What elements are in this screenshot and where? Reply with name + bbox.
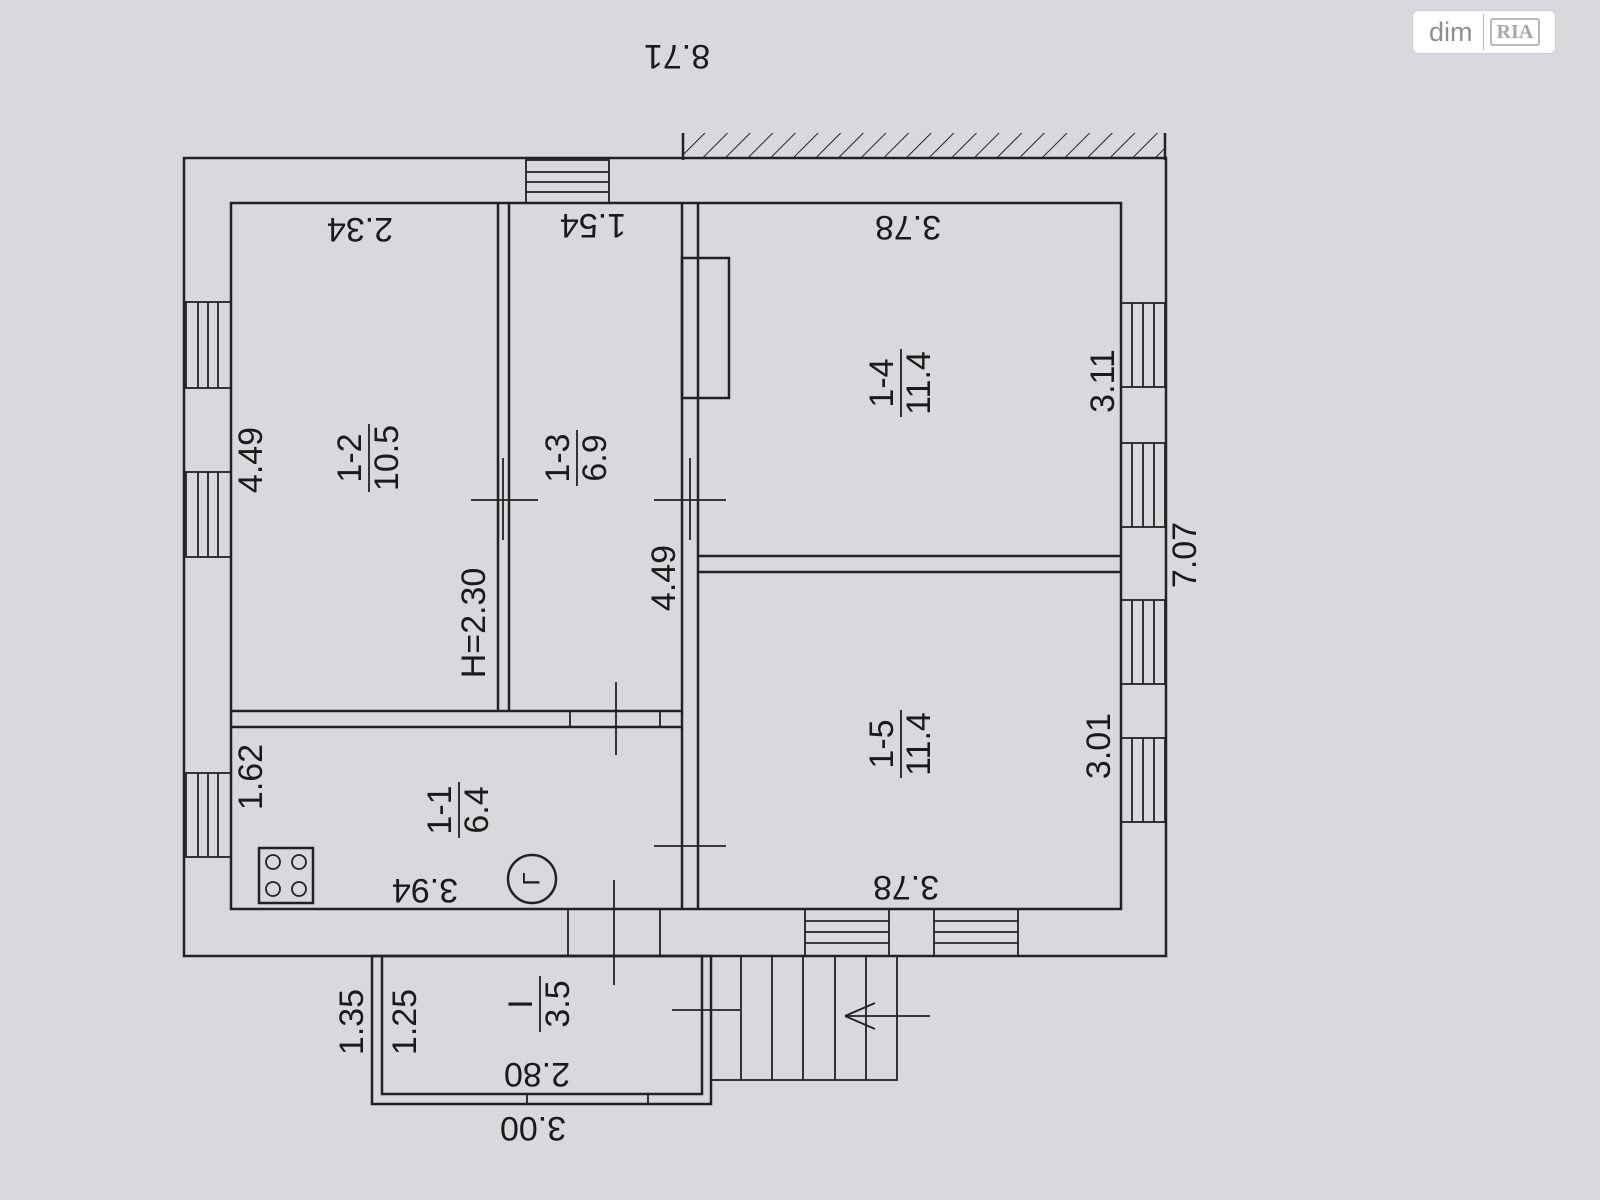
window-right-1 — [1120, 302, 1166, 388]
room-labels: 1-2 10.5 1-3 6.9 1-4 11.4 1-5 11.4 1-1 6… — [331, 349, 938, 1032]
room-1-3-label: 1-3 6.9 — [539, 430, 614, 486]
dim-overall-depth: 7.07 — [1166, 522, 1204, 588]
window-top — [525, 159, 610, 204]
svg-text:1-3: 1-3 — [539, 433, 577, 482]
window-bottom-1 — [804, 908, 890, 957]
stairs-arrow-icon — [844, 1002, 930, 1030]
room-1-5-label: 1-5 11.4 — [863, 710, 938, 778]
svg-text:10.5: 10.5 — [368, 425, 406, 491]
room-1-2-label: 1-2 10.5 — [331, 424, 406, 492]
interior-walls — [231, 203, 1121, 909]
stove-icon — [257, 846, 315, 905]
dim-porch-outer-left: 1.35 — [333, 989, 371, 1055]
dim-room-1-2-left: 4.49 — [232, 427, 270, 493]
window-right-3 — [1120, 599, 1166, 685]
window-left-2 — [185, 471, 232, 558]
dim-porch-inner-left: 1.25 — [386, 989, 424, 1055]
dim-room-1-2-top: 2.34 — [327, 210, 393, 248]
window-right-2 — [1120, 442, 1166, 528]
svg-text:1-2: 1-2 — [331, 433, 369, 482]
window-left-3 — [185, 772, 232, 858]
dim-room-1-3-right: 4.49 — [645, 545, 683, 611]
window-bottom-2 — [933, 908, 1019, 957]
svg-text:1-5: 1-5 — [863, 719, 901, 768]
svg-text:6.4: 6.4 — [458, 786, 496, 833]
dim-room-1-3-top: 1.54 — [560, 206, 626, 244]
dim-porch-outer-bottom: 3.00 — [500, 1109, 566, 1147]
watermark-divider — [1482, 14, 1484, 50]
window-right-4 — [1120, 737, 1166, 823]
svg-text:11.4: 11.4 — [900, 351, 938, 415]
dim-room-1-4-top: 3.78 — [875, 208, 941, 246]
gas-symbol: Г — [519, 873, 546, 886]
neighbour-wall-hatching — [683, 133, 1165, 157]
room-1-1-label: 1-1 6.4 — [421, 782, 496, 838]
dim-porch-inner-bottom: 2.80 — [504, 1055, 570, 1093]
svg-text:I: I — [502, 999, 540, 1008]
dim-room-1-5-right: 3.01 — [1080, 713, 1118, 779]
dimension-labels: 8.71 2.34 1.54 3.78 3.78 3.94 2.80 3.00 … — [232, 37, 1204, 1147]
dim-room-1-4-right: 3.11 — [1084, 349, 1122, 413]
window-left-1 — [185, 301, 232, 389]
svg-text:11.4: 11.4 — [900, 712, 938, 776]
svg-text:3.5: 3.5 — [539, 980, 577, 1027]
gas-meter-icon: Г — [506, 853, 558, 905]
ria-logo: RIA — [1489, 18, 1541, 46]
dim-ria-watermark: dim RIA — [1413, 11, 1555, 53]
room-1-4-label: 1-4 11.4 — [863, 349, 938, 417]
dim-room-1-1-left: 1.62 — [232, 744, 270, 810]
dim-height: H=2.30 — [455, 568, 493, 679]
svg-text:1-4: 1-4 — [863, 358, 901, 407]
dim-overall-width: 8.71 — [644, 37, 710, 75]
dim-room-1-5-bottom: 3.78 — [873, 868, 939, 906]
watermark-text: dim — [1429, 16, 1473, 47]
dim-room-1-1-bottom: 3.94 — [392, 871, 458, 909]
room-I-label: I 3.5 — [502, 976, 577, 1032]
stairs — [710, 955, 930, 1081]
windows — [185, 159, 1166, 957]
svg-text:6.9: 6.9 — [576, 434, 614, 481]
door-marks — [471, 458, 740, 1011]
svg-text:1-1: 1-1 — [421, 785, 459, 834]
